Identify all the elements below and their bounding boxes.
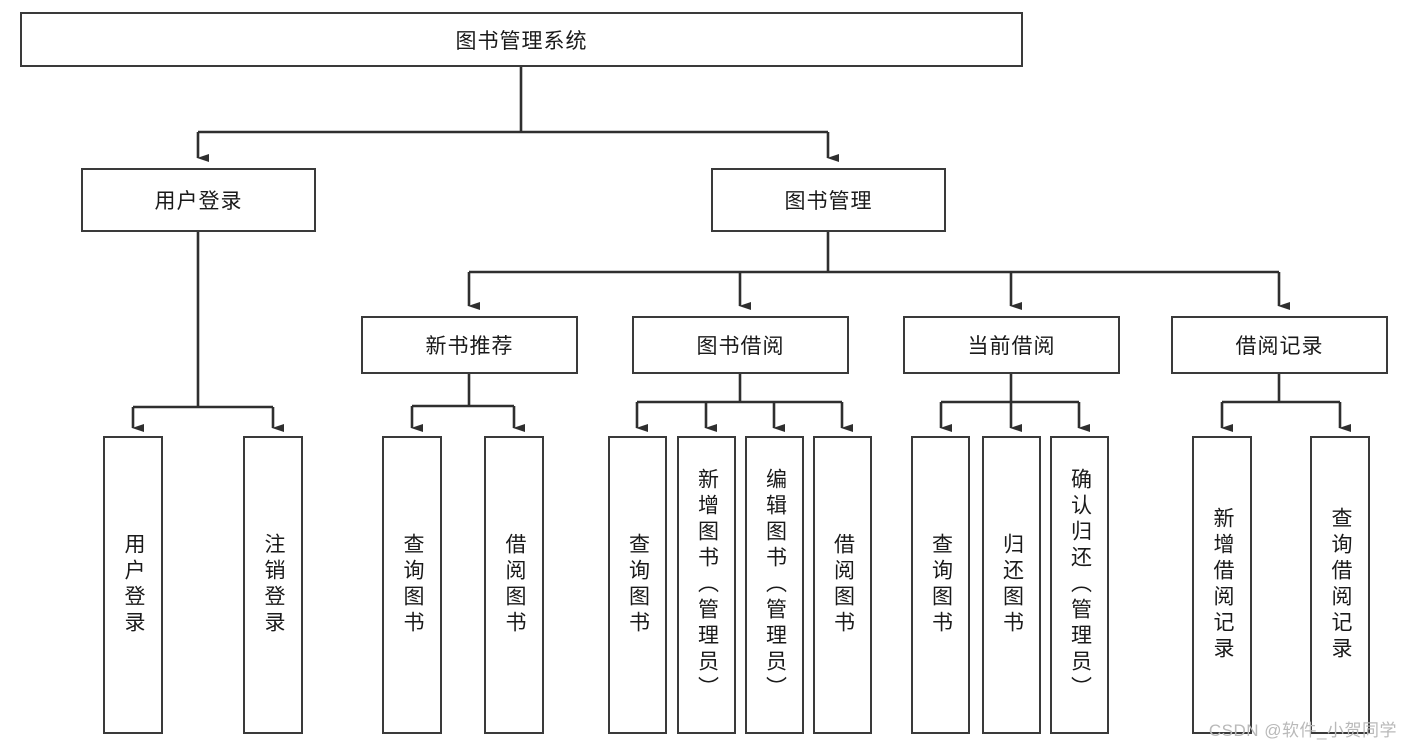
leaf-label: 用户登录 (122, 533, 146, 637)
leaf-current-confirm-return-admin[interactable]: 确认归还（管理员） (1050, 436, 1109, 734)
leaf-label: 编辑图书（管理员） (763, 468, 787, 702)
leaf-label: 注销登录 (262, 533, 286, 637)
node-user-login-label: 用户登录 (154, 190, 243, 213)
node-user-login[interactable]: 用户登录 (81, 168, 316, 232)
node-root[interactable]: 图书管理系统 (20, 12, 1023, 67)
leaf-label: 查询图书 (929, 533, 953, 637)
leaf-label: 查询图书 (401, 533, 425, 637)
node-new-book-recommend[interactable]: 新书推荐 (361, 316, 578, 374)
leaf-borrow-query-book[interactable]: 查询图书 (608, 436, 667, 734)
leaf-label: 查询借阅记录 (1329, 507, 1353, 663)
leaf-label: 查询图书 (626, 533, 650, 637)
node-book-management-label: 图书管理 (784, 190, 873, 213)
leaf-borrow-edit-book-admin[interactable]: 编辑图书（管理员） (745, 436, 804, 734)
node-book-management[interactable]: 图书管理 (711, 168, 946, 232)
leaf-record-query-record[interactable]: 查询借阅记录 (1310, 436, 1370, 734)
leaf-recommend-borrow-book[interactable]: 借阅图书 (484, 436, 544, 734)
leaf-recommend-query-book[interactable]: 查询图书 (382, 436, 442, 734)
leaf-label: 借阅图书 (831, 533, 855, 637)
node-new-book-recommend-label: 新书推荐 (425, 335, 514, 358)
leaf-current-return-book[interactable]: 归还图书 (982, 436, 1041, 734)
leaf-user-login-logout[interactable]: 注销登录 (243, 436, 303, 734)
node-current-borrow-label: 当前借阅 (967, 335, 1056, 358)
node-root-label: 图书管理系统 (455, 29, 588, 53)
node-borrow-record-label: 借阅记录 (1235, 335, 1324, 358)
leaf-label: 归还图书 (1000, 533, 1024, 637)
leaf-user-login-login[interactable]: 用户登录 (103, 436, 163, 734)
leaf-label: 借阅图书 (503, 533, 527, 637)
leaf-label: 新增借阅记录 (1211, 507, 1235, 663)
leaf-borrow-add-book-admin[interactable]: 新增图书（管理员） (677, 436, 736, 734)
leaf-label: 确认归还（管理员） (1068, 468, 1092, 702)
node-book-borrow[interactable]: 图书借阅 (632, 316, 849, 374)
leaf-record-add-record[interactable]: 新增借阅记录 (1192, 436, 1252, 734)
node-book-borrow-label: 图书借阅 (696, 335, 785, 358)
node-borrow-record[interactable]: 借阅记录 (1171, 316, 1388, 374)
leaf-current-query-book[interactable]: 查询图书 (911, 436, 970, 734)
node-current-borrow[interactable]: 当前借阅 (903, 316, 1120, 374)
leaf-label: 新增图书（管理员） (695, 468, 719, 702)
leaf-borrow-borrow-book[interactable]: 借阅图书 (813, 436, 872, 734)
